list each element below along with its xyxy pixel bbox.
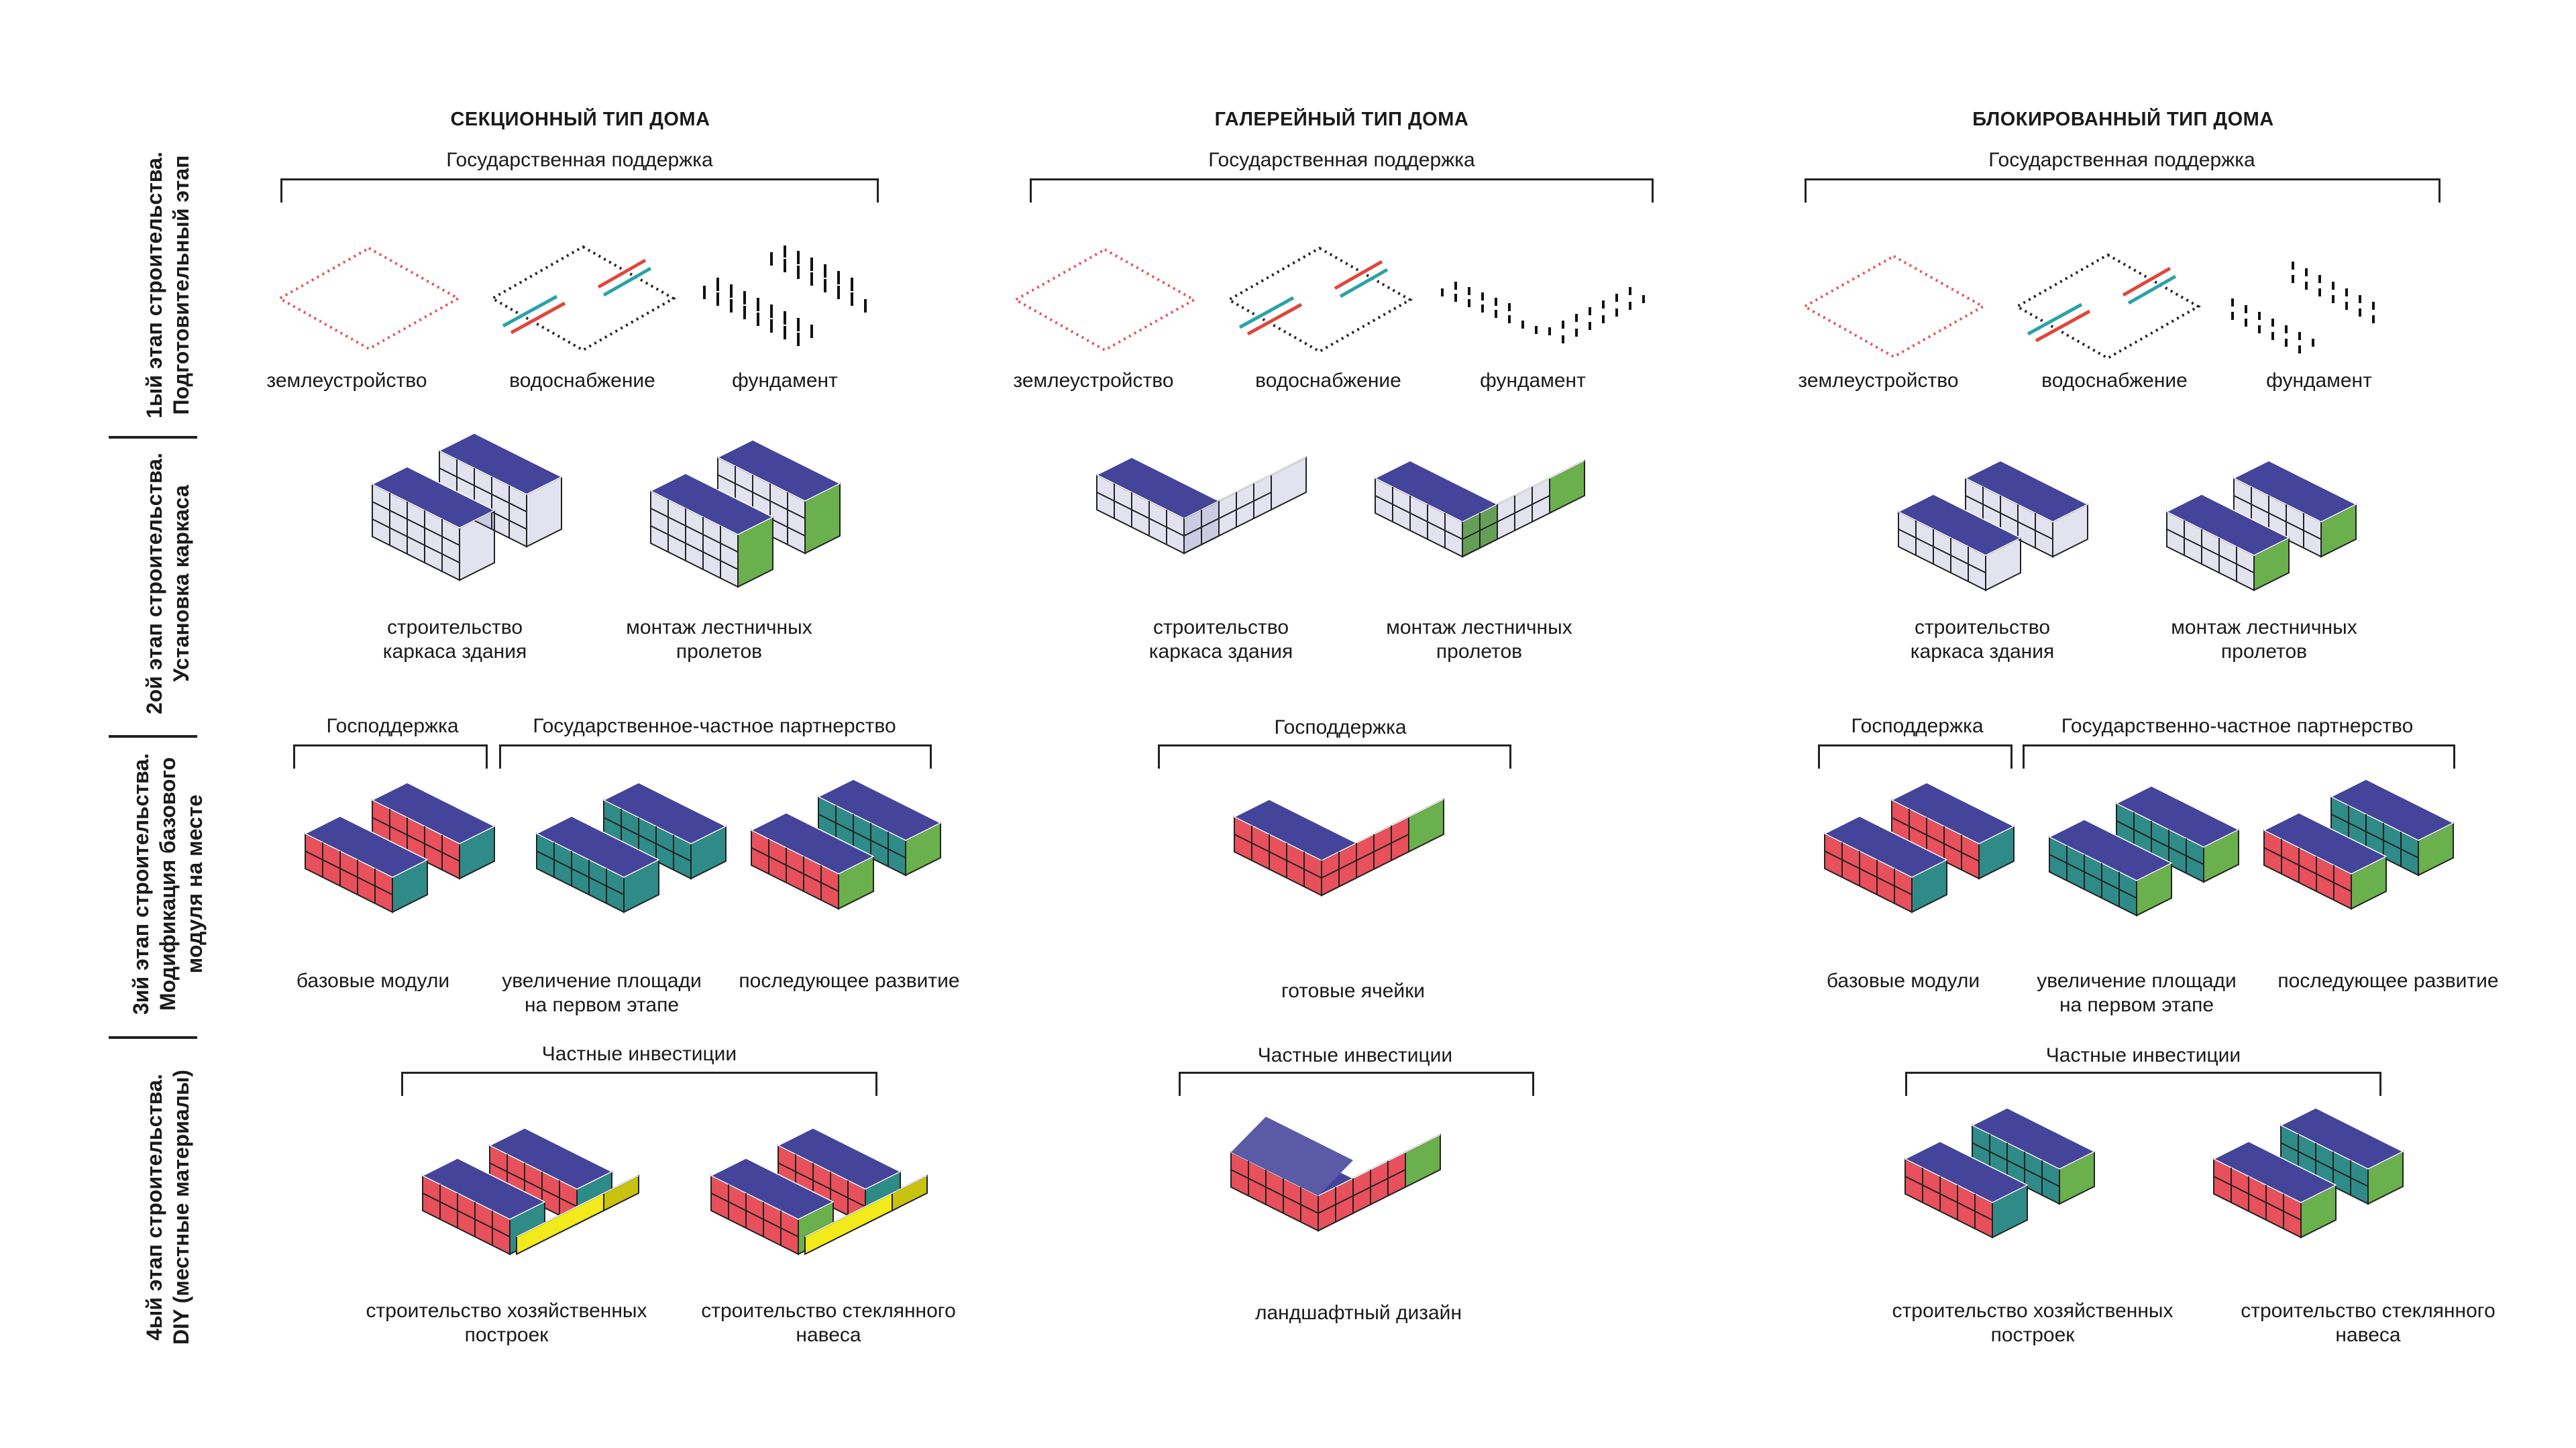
bracket-private (401, 1072, 877, 1096)
water-supply-illustration (1226, 246, 1413, 353)
caption-foundation: фундамент (2266, 370, 2372, 392)
bracket-label: Частные инвестиции (1257, 1044, 1453, 1066)
caption-water: водоснабжение (1255, 370, 1401, 392)
glass-canopy-blocked-illustration (2212, 1107, 2404, 1239)
bracket-private (1905, 1072, 2381, 1096)
base-modules-blocked-illustration (1823, 782, 2015, 913)
water-supply-illustration (489, 245, 677, 352)
foundation-illustration (2231, 262, 2375, 353)
bracket-ppp (499, 744, 932, 769)
caption-land: землеустройство (266, 370, 427, 392)
stage-separator (109, 735, 197, 738)
glass-canopy-sectional-illustration (710, 1127, 928, 1256)
bracket-label: Государственная поддержка (1988, 149, 2255, 171)
bracket-label: Частные инвестиции (2045, 1044, 2241, 1066)
bracket-label: Государственно-частное партнерство (2061, 715, 2414, 737)
stage-label-1: 1ый этап строительства.Подготовительный … (142, 152, 193, 419)
frame-blocked-illustration (1897, 460, 2089, 592)
landscape-gallery-illustration (1230, 1117, 1441, 1232)
enlarge-blocked-illustration (2048, 785, 2240, 917)
caption-water: водоснабжение (2041, 370, 2188, 392)
bracket-ppp (2023, 744, 2455, 769)
caption-land: землеустройство (1798, 370, 1959, 392)
stage-separator (109, 436, 197, 439)
develop-sectional-illustration (750, 779, 942, 910)
bracket-gov-support (293, 744, 488, 769)
bracket-label: Частные инвестиции (541, 1043, 737, 1065)
bracket-label: Государственная поддержка (446, 149, 713, 171)
develop-blocked-illustration (2263, 779, 2455, 910)
land-plot-illustration (1801, 254, 1986, 359)
caption-foundation: фундамент (1480, 370, 1586, 392)
foundation-illustration (1441, 282, 1645, 343)
column-title-gallery: ГАЛЕРЕЙНЫЙ ТИП ДОМА (1214, 109, 1469, 130)
stairs-gallery-illustration (1374, 459, 1585, 558)
caption-ready: готовые ячейки (1281, 980, 1426, 1002)
bracket-gov-support (1818, 744, 2012, 769)
bracket-label: Господдержка (326, 715, 459, 737)
caption-base: базовые модули (1826, 970, 1980, 992)
bracket-state-support (1030, 178, 1654, 203)
land-plot-illustration (276, 246, 462, 351)
bracket-label: Государственная поддержка (1208, 149, 1475, 171)
stage-label-3: 3ий этап строительства.Модификация базов… (129, 753, 207, 1015)
caption-develop: последующее развитие (739, 970, 960, 992)
bracket-gov-support (1158, 744, 1511, 769)
caption-base: базовые модули (296, 970, 450, 992)
frame-sectional-illustration (371, 433, 563, 581)
column-title-sectional: СЕКЦИОННЫЙ ТИП ДОМА (450, 109, 710, 130)
bracket-private (1179, 1072, 1534, 1096)
frame-gallery-illustration (1095, 456, 1307, 555)
column-title-blocked: БЛОКИРОВАННЫЙ ТИП ДОМА (1972, 109, 2274, 130)
foundation-illustration (703, 245, 867, 346)
bracket-state-support (280, 178, 879, 203)
stage-label-2: 2ой этап строительства.Установка каркаса (142, 453, 193, 714)
stage-label-4: 4ый этап строительства.DIY (местные мате… (142, 1069, 193, 1345)
stage-separator (109, 1036, 197, 1039)
caption-foundation: фундамент (732, 370, 838, 392)
sheds-sectional-illustration (421, 1127, 639, 1256)
land-plot-illustration (1012, 247, 1197, 352)
bracket-label: Господдержка (1274, 716, 1407, 738)
caption-land: землеустройство (1013, 370, 1174, 392)
caption-develop: последующее развитие (2277, 970, 2499, 992)
caption-water: водоснабжение (509, 370, 655, 392)
sheds-blocked-illustration (1904, 1107, 2096, 1239)
stairs-blocked-illustration (2165, 460, 2357, 592)
bracket-label: Господдержка (1851, 715, 1984, 737)
bracket-label: Государственное-частное партнерство (533, 715, 896, 737)
bracket-state-support (1805, 178, 2440, 203)
base-modules-sectional-illustration (304, 782, 496, 913)
caption-landscape: ландшафтный дизайн (1254, 1302, 1462, 1324)
stairs-sectional-illustration (649, 439, 841, 588)
enlarge-sectional-illustration (535, 782, 727, 913)
water-supply-illustration (2014, 253, 2202, 360)
ready-cells-gallery-illustration (1233, 798, 1444, 897)
